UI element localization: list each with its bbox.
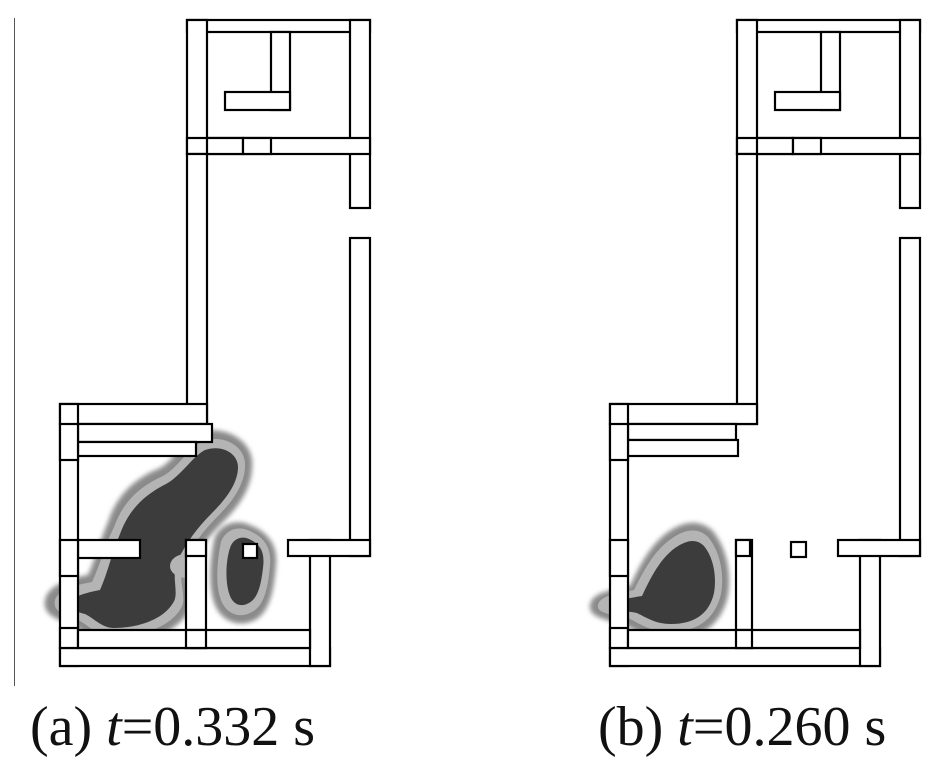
caption-b-value: =0.260 s [692,696,887,758]
panel-a-floorplan [44,18,372,668]
caption-b-label: (b) [598,696,678,758]
left-border-line [14,18,15,686]
caption-a-value: =0.332 s [121,696,316,758]
caption-b-var: t [677,696,693,758]
panel-b-floorplan [589,18,922,668]
caption-b: (b) t=0.260 s [598,694,886,760]
caption-a-label: (a) [30,696,107,758]
panel-a-cloud [44,430,277,645]
caption-a-var: t [106,696,122,758]
caption-a: (a) t=0.332 s [30,694,315,760]
